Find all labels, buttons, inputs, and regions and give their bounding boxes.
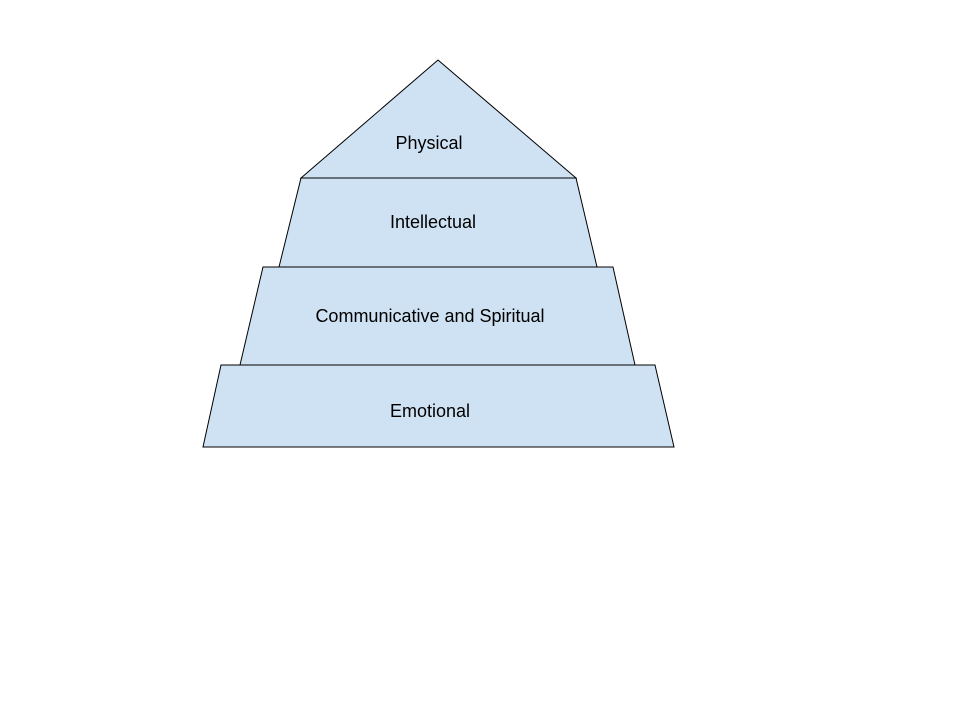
pyramid-tier-emotional: Emotional xyxy=(202,364,675,448)
pyramid-tier-physical: Physical xyxy=(299,59,578,179)
pyramid-tier-communicative-spiritual: Communicative and Spiritual xyxy=(239,266,636,366)
tier-shape-physical xyxy=(299,59,578,179)
tier-label-communicative-spiritual: Communicative and Spiritual xyxy=(315,306,544,326)
tier-label-intellectual: Intellectual xyxy=(390,212,476,232)
tier-label-physical: Physical xyxy=(395,133,462,153)
pyramid-tier-intellectual: Intellectual xyxy=(278,177,598,268)
tier-label-emotional: Emotional xyxy=(390,401,470,421)
